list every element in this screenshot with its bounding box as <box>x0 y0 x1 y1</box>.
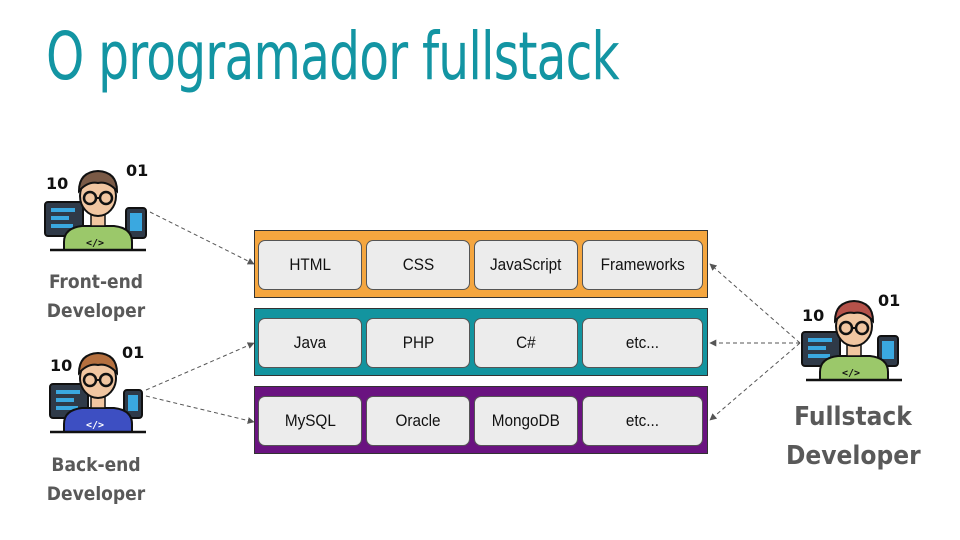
tech-chip-javascript: JavaScript <box>474 240 578 290</box>
chip-label: MongoDB <box>491 411 561 430</box>
arrow-backend-dev-to-backend-layer <box>145 342 255 391</box>
frontend-developer-icon: 10 01 </> <box>44 161 148 252</box>
bits-label: 01 <box>122 343 144 362</box>
chip-label: JavaScript <box>490 255 562 274</box>
chip-label: Oracle <box>395 411 441 430</box>
backend-developer-label: Back-end Developer <box>40 451 152 509</box>
chip-label: Java <box>293 333 327 352</box>
tech-chip-oracle: Oracle <box>366 396 470 446</box>
arrow-backend-dev-to-database-layer <box>145 395 255 424</box>
bits-label: 10 <box>46 174 68 193</box>
tech-chip-etc-backend: etc... <box>582 318 703 368</box>
label-line: Developer <box>786 441 921 471</box>
tech-chip-frameworks: Frameworks <box>582 240 703 290</box>
code-tag-label: </> <box>842 368 860 379</box>
tech-chip-mongodb: MongoDB <box>474 396 578 446</box>
tech-chip-etc-database: etc... <box>582 396 703 446</box>
label-line: Fullstack <box>794 402 912 432</box>
code-tag-label: </> <box>86 420 104 431</box>
chip-label: etc... <box>625 411 660 430</box>
chip-label: MySQL <box>284 411 336 430</box>
arrow-fullstack-dev-to-database-layer <box>709 342 801 421</box>
bits-label: 10 <box>802 306 824 325</box>
tech-chip-csharp: C# <box>474 318 578 368</box>
label-line: Front-end <box>48 271 144 293</box>
chip-label: PHP <box>402 333 434 352</box>
code-tag-label: </> <box>86 238 104 249</box>
frontend-developer-label: Front-end Developer <box>40 268 152 326</box>
label-line: Developer <box>46 483 146 505</box>
chip-label: etc... <box>625 333 660 352</box>
tech-chip-mysql: MySQL <box>258 396 362 446</box>
chip-label: Frameworks <box>600 255 685 274</box>
label-line: Developer <box>46 300 146 322</box>
chip-label: C# <box>516 333 536 352</box>
bits-label: 01 <box>126 161 148 180</box>
fullstack-developer-label: Fullstack Developer <box>786 398 921 476</box>
slide-title: O programador fullstack <box>46 18 620 95</box>
backend-layer: Java PHP C# etc... <box>254 308 708 376</box>
tech-chip-html: HTML <box>258 240 362 290</box>
backend-developer-icon: 10 01 </> <box>49 343 146 434</box>
bits-label: 01 <box>878 291 900 310</box>
frontend-layer: HTML CSS JavaScript Frameworks <box>254 230 708 298</box>
database-layer: MySQL Oracle MongoDB etc... <box>254 386 708 454</box>
label-line: Back-end <box>51 454 141 476</box>
tech-chip-java: Java <box>258 318 362 368</box>
chip-label: HTML <box>289 255 331 274</box>
tech-chip-php: PHP <box>366 318 470 368</box>
fullstack-developer-icon: 10 01 </> <box>801 291 902 382</box>
arrow-frontend-dev-to-frontend-layer <box>149 211 255 265</box>
bits-label: 10 <box>50 356 72 375</box>
chip-label: CSS <box>402 255 434 274</box>
tech-chip-css: CSS <box>366 240 470 290</box>
arrow-fullstack-dev-to-frontend-layer <box>709 263 801 344</box>
